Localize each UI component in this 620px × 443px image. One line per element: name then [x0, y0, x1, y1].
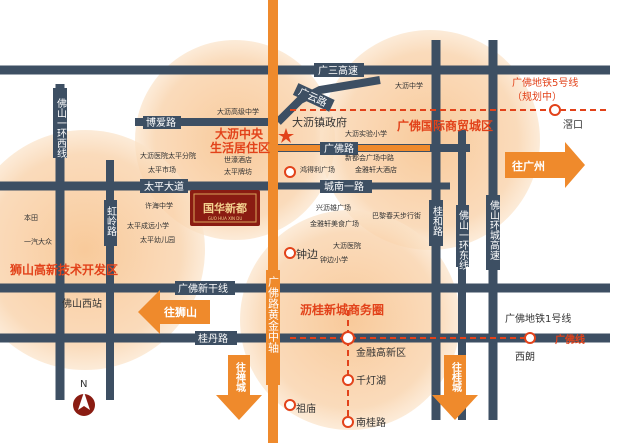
poi-dali-hospital: 大沥医院太平分院	[140, 151, 196, 160]
label-taiping: 太平大道	[144, 180, 184, 193]
poi-kuikou: 滘口	[563, 119, 583, 131]
poi-nangui: 南桂路	[356, 416, 386, 429]
poi-xingliang: 兴沥雄广场	[316, 203, 351, 212]
road-labels: 广三高速 广云路 博爱路 广佛路 太平大道 城南一路 广佛新干线 桂丹路	[140, 63, 372, 345]
metro-line1-label: 广佛地铁1号线	[505, 312, 571, 325]
star-icon	[278, 128, 294, 143]
metro-stations	[284, 104, 561, 428]
poi-benben: 本田	[24, 213, 38, 222]
poi-qiandeng: 千灯湖	[356, 375, 386, 387]
arrow-shishan	[138, 290, 210, 334]
zone-label-ligui: 沥桂新城商务圈	[300, 302, 384, 317]
compass-label: N	[80, 379, 87, 390]
zone-guangfo-trade	[320, 30, 540, 250]
poi-dali-middle: 大沥中学	[395, 81, 423, 90]
label-foshan-ring-road: 佛山环城高速	[488, 199, 500, 260]
label-guihe: 桂和路	[431, 205, 443, 237]
label-foshan-ring-east: 佛山一环东线	[457, 209, 469, 270]
vertical-road-labels: 佛山一环西线 虹岭路 桂和路 佛山一环东线 佛山环城高速 广佛路黄金中轴	[53, 88, 500, 385]
label-guangfoxin: 广佛新干线	[178, 282, 228, 295]
metro-lines	[290, 109, 610, 430]
poi-taiping-bridge: 太平牌坊	[224, 167, 252, 176]
poi-bali-walk: 巴黎春天步行街	[372, 211, 421, 220]
poi-zhongbian-school: 钟边小学	[320, 255, 348, 264]
zone-label-dali-central: 大沥中央	[215, 126, 264, 141]
poi-labels: 大沥镇政府 钟边 佛山西站 本田 一汽大众 金融高新区 千灯湖 祖庙 南桂路 西…	[24, 81, 583, 429]
zone-label-dali-central-2: 生活居住区	[210, 140, 270, 155]
project-marker: 国华新都 GUO HUA XIN DU	[190, 190, 260, 226]
metro-labels: 广佛地铁5号线 （规划中） 广佛地铁1号线 广佛线	[505, 76, 585, 346]
poi-faw: 一汽大众	[24, 237, 52, 246]
arrow-guangzhou	[505, 142, 585, 188]
poi-shimao: 世濠酒店	[224, 155, 252, 164]
zone-label-guangfo-trade: 广佛国际商贸城区	[397, 118, 493, 133]
arrow-guicheng-label: 往桂城	[450, 361, 463, 393]
arrow-chancheng-label: 往禅城	[234, 361, 247, 393]
metro-guangfo-label: 广佛线	[555, 333, 585, 346]
arrow-chancheng	[216, 355, 262, 420]
poi-jinrong: 金融高新区	[356, 346, 406, 359]
poi-xilang: 西朗	[515, 351, 535, 363]
poi-foshan-west: 佛山西站	[62, 297, 102, 310]
metro-line5-label: 广佛地铁5号线	[512, 76, 578, 89]
label-guangsan: 广三高速	[318, 64, 358, 77]
poi-jinxiu: 金雅轩大酒店	[355, 165, 397, 174]
poi-taiping-market: 太平市场	[148, 165, 176, 174]
label-guangfo-golden: 广佛路黄金中轴	[267, 276, 280, 353]
zone-labels: 大沥中央 生活居住区 广佛国际商贸城区 狮山高新技术开发区 沥桂新城商务圈	[9, 118, 493, 317]
poi-honglida: 鸿得利广场	[300, 165, 335, 174]
label-foshan-ring-west: 佛山一环西线	[55, 97, 67, 158]
poi-taiping-complete: 太平成远小学	[127, 221, 169, 230]
arrow-guicheng	[432, 355, 478, 420]
label-boai: 博爱路	[146, 116, 176, 129]
direction-arrows: 往广州 往狮山 往禅城 往桂城	[138, 142, 585, 420]
poi-xinpu: 新都会广场中路	[345, 153, 394, 162]
poi-taiping-kinder: 太平幼儿园	[140, 235, 175, 244]
arrow-guangzhou-label: 往广州	[512, 159, 545, 173]
label-chengnan1: 城南一路	[324, 180, 364, 193]
label-hongling: 虹岭路	[105, 206, 117, 237]
label-guidan: 桂丹路	[198, 332, 228, 345]
zone-label-shishan: 狮山高新技术开发区	[9, 262, 118, 277]
poi-jinya-food: 金雅轩美食广场	[310, 219, 359, 228]
label-guangfo: 广佛路	[324, 142, 354, 155]
project-en: GUO HUA XIN DU	[208, 216, 243, 221]
poi-dali-high: 大沥高级中学	[217, 107, 259, 116]
poi-zhongbian: 钟边	[296, 247, 318, 261]
compass-icon: N	[73, 379, 95, 416]
zone-ligui	[240, 210, 460, 430]
poi-dali-shiyan: 大沥实验小学	[345, 129, 387, 138]
poi-xushan: 许海中学	[145, 201, 173, 210]
arrow-shishan-label: 往狮山	[164, 305, 197, 319]
poi-zumiao: 祖庙	[296, 402, 316, 415]
poi-dali-hospital2: 大沥医院	[333, 241, 361, 250]
project-name: 国华新都	[203, 201, 247, 215]
metro-line5-note: （规划中）	[512, 90, 562, 103]
poi-dali-gov: 大沥镇政府	[292, 115, 347, 129]
